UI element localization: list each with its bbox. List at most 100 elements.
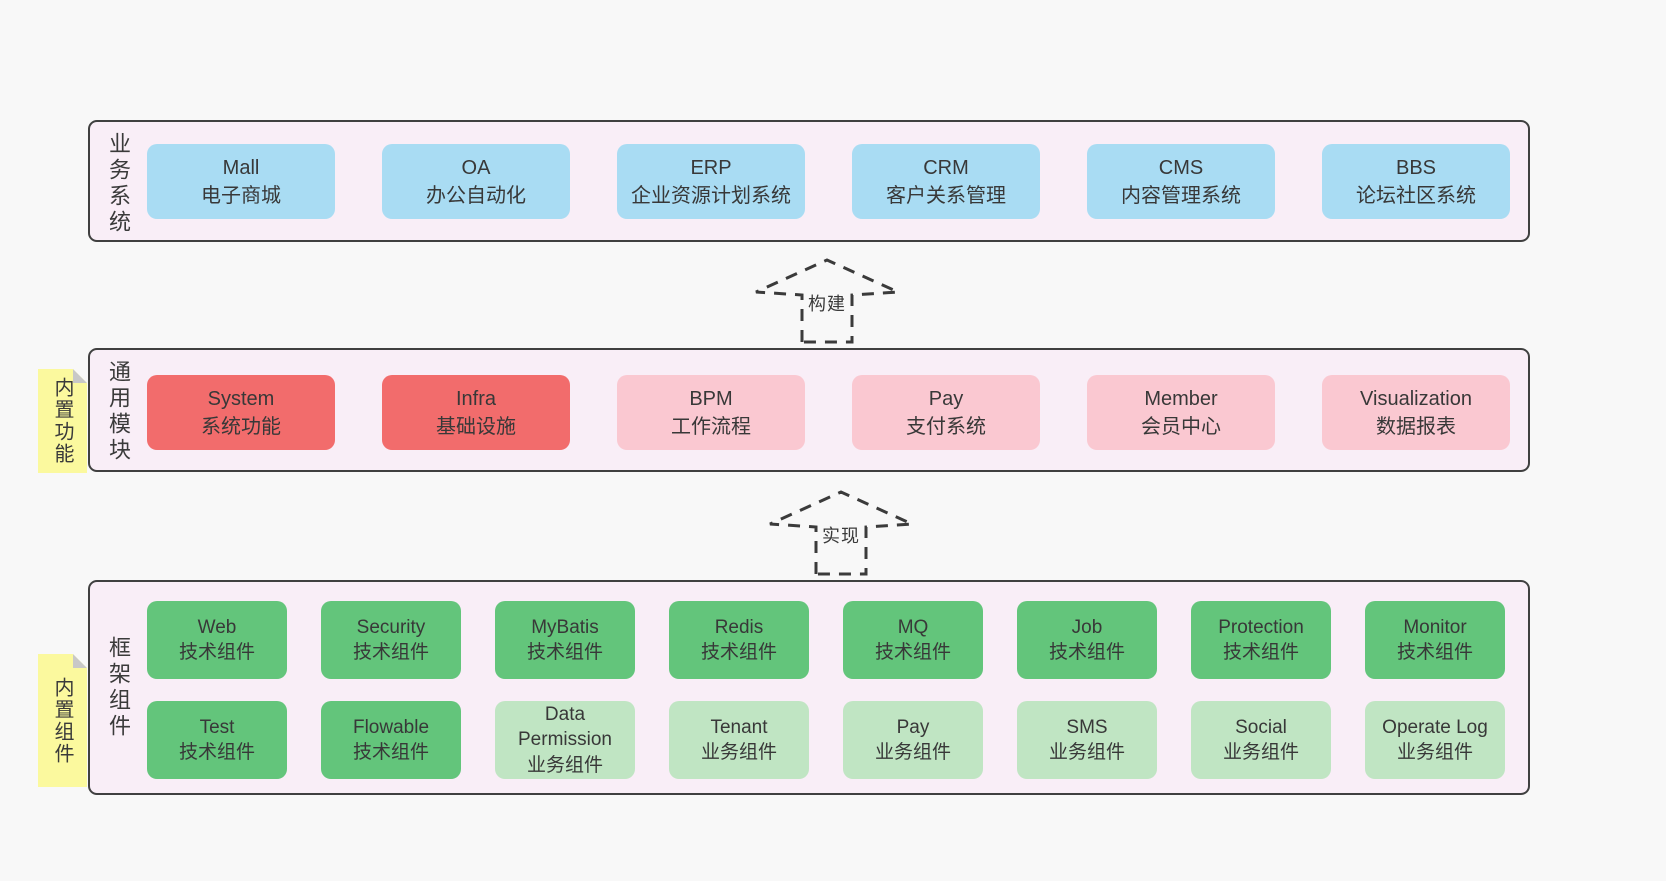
box-protection: Protection 技术组件: [1191, 601, 1331, 679]
box-bbs-subtitle: 论坛社区系统: [1356, 184, 1476, 207]
box-infra-subtitle: 基础设施: [436, 415, 516, 438]
box-protection-name: Protection: [1218, 616, 1304, 638]
box-sms-name: SMS: [1066, 716, 1108, 738]
box-oa-subtitle: 办公自动化: [426, 184, 526, 207]
box-tenant-subtitle: 业务组件: [700, 742, 777, 763]
box-operate-log: Operate Log 业务组件: [1365, 701, 1505, 779]
box-cms-name: CMS: [1158, 156, 1204, 179]
box-security: Security 技术组件: [321, 601, 461, 679]
box-pay-module-subtitle: 支付系统: [906, 415, 986, 438]
box-member: Member 会员中心: [1087, 375, 1275, 450]
framework-row-1: Web 技术组件 Security 技术组件 MyBatis 技术组件 Redi…: [147, 601, 1505, 679]
box-member-subtitle: 会员中心: [1141, 415, 1221, 438]
box-monitor: Monitor 技术组件: [1365, 601, 1505, 679]
box-system: System 系统功能: [147, 375, 335, 450]
box-security-subtitle: 技术组件: [352, 642, 429, 663]
build-arrow-label: 构建: [805, 289, 849, 317]
box-sms-subtitle: 业务组件: [1048, 742, 1125, 763]
box-mybatis-subtitle: 技术组件: [526, 642, 603, 663]
box-web-subtitle: 技术组件: [178, 642, 255, 663]
box-pay-module-name: Pay: [928, 387, 964, 410]
box-bpm-subtitle: 工作流程: [671, 415, 751, 438]
common-modules-panel: 通用模块 System 系统功能 Infra 基础设施 BPM 工作流程 Pay…: [88, 348, 1530, 472]
implement-arrow-label: 实现: [819, 521, 863, 549]
box-system-subtitle: 系统功能: [201, 415, 281, 438]
box-mall-subtitle: 电子商城: [201, 184, 281, 207]
box-redis: Redis 技术组件: [669, 601, 809, 679]
box-flowable-subtitle: 技术组件: [352, 742, 429, 763]
box-cms: CMS 内容管理系统: [1087, 144, 1275, 219]
implement-arrow: 实现: [766, 489, 916, 577]
business-systems-row: Mall 电子商城 OA 办公自动化 ERP 企业资源计划系统 CRM 客户关系…: [147, 144, 1510, 219]
box-mall: Mall 电子商城: [147, 144, 335, 219]
built-in-components-note-label: 内置组件: [51, 676, 73, 765]
box-bbs-name: BBS: [1395, 156, 1437, 179]
box-crm-subtitle: 客户关系管理: [886, 184, 1006, 207]
box-mybatis-name: MyBatis: [531, 616, 599, 638]
box-web-name: Web: [197, 616, 237, 638]
box-visualization-subtitle: 数据报表: [1376, 415, 1456, 438]
box-tenant-name: Tenant: [710, 716, 768, 738]
box-tenant: Tenant 业务组件: [669, 701, 809, 779]
box-mq-name: MQ: [897, 616, 929, 638]
box-erp-subtitle: 企业资源计划系统: [631, 184, 791, 207]
box-crm-name: CRM: [923, 156, 969, 179]
box-operate-log-subtitle: 业务组件: [1396, 742, 1473, 763]
box-test: Test 技术组件: [147, 701, 287, 779]
box-redis-subtitle: 技术组件: [700, 642, 777, 663]
box-social-subtitle: 业务组件: [1222, 742, 1299, 763]
box-visualization: Visualization 数据报表: [1322, 375, 1510, 450]
box-cms-subtitle: 内容管理系统: [1121, 184, 1241, 207]
box-bpm-name: BPM: [689, 387, 733, 410]
framework-components-panel: 框架组件 Web 技术组件 Security 技术组件 MyBatis 技术组件…: [88, 580, 1530, 795]
box-job-subtitle: 技术组件: [1048, 642, 1125, 663]
box-system-name: System: [207, 387, 275, 410]
box-visualization-name: Visualization: [1360, 387, 1472, 410]
box-test-name: Test: [199, 716, 235, 738]
box-social: Social 业务组件: [1191, 701, 1331, 779]
box-sms: SMS 业务组件: [1017, 701, 1157, 779]
box-monitor-subtitle: 技术组件: [1396, 642, 1473, 663]
box-pay-component-subtitle: 业务组件: [874, 742, 951, 763]
box-data-permission: Data Permission 业务组件: [495, 701, 635, 779]
note-fold-icon: [73, 369, 87, 383]
box-social-name: Social: [1235, 716, 1287, 738]
box-monitor-name: Monitor: [1403, 616, 1467, 638]
built-in-features-note-label: 内置功能: [51, 377, 73, 465]
box-mybatis: MyBatis 技术组件: [495, 601, 635, 679]
box-pay-module: Pay 支付系统: [852, 375, 1040, 450]
box-job: Job 技术组件: [1017, 601, 1157, 679]
box-infra: Infra 基础设施: [382, 375, 570, 450]
box-oa-name: OA: [461, 156, 491, 179]
common-modules-label: 通用模块: [106, 360, 131, 464]
box-data-permission-subtitle: 业务组件: [526, 754, 603, 776]
business-systems-label: 业务系统: [106, 132, 131, 236]
box-infra-name: Infra: [455, 387, 497, 410]
box-crm: CRM 客户关系管理: [852, 144, 1040, 219]
business-systems-panel: 业务系统 Mall 电子商城 OA 办公自动化 ERP 企业资源计划系统 CRM…: [88, 120, 1530, 242]
framework-row-2: Test 技术组件 Flowable 技术组件 Data Permission …: [147, 701, 1505, 779]
box-flowable: Flowable 技术组件: [321, 701, 461, 779]
box-erp-name: ERP: [690, 156, 732, 179]
box-flowable-name: Flowable: [352, 716, 430, 738]
build-arrow: 构建: [752, 257, 902, 345]
box-bpm: BPM 工作流程: [617, 375, 805, 450]
box-mq: MQ 技术组件: [843, 601, 983, 679]
note-fold-icon: [73, 654, 87, 668]
box-web: Web 技术组件: [147, 601, 287, 679]
box-redis-name: Redis: [714, 616, 764, 638]
built-in-features-note: 内置功能: [38, 369, 87, 473]
box-operate-log-name: Operate Log: [1382, 716, 1488, 738]
box-job-name: Job: [1071, 616, 1103, 638]
box-mq-subtitle: 技术组件: [874, 642, 951, 663]
box-oa: OA 办公自动化: [382, 144, 570, 219]
box-pay-component-name: Pay: [896, 716, 930, 738]
box-security-name: Security: [356, 616, 426, 638]
box-test-subtitle: 技术组件: [178, 742, 255, 763]
box-erp: ERP 企业资源计划系统: [617, 144, 805, 219]
box-member-name: Member: [1144, 387, 1218, 410]
box-bbs: BBS 论坛社区系统: [1322, 144, 1510, 219]
common-modules-row: System 系统功能 Infra 基础设施 BPM 工作流程 Pay 支付系统…: [147, 375, 1510, 450]
box-data-permission-name: Data Permission: [518, 704, 612, 751]
box-protection-subtitle: 技术组件: [1222, 642, 1299, 663]
